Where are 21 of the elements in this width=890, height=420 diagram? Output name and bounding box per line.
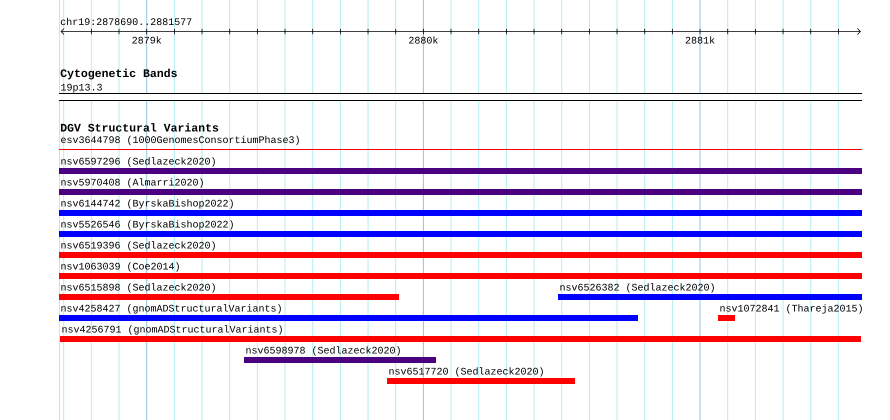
feature-label: nsv6598978 (Sedlazeck2020) [246,346,400,356]
feature-label: nsv4256791 (gnomADStructuralVariants) [62,325,282,335]
feature-label: esv3644798 (1000GenomesConsortiumPhase3) [61,136,299,146]
feature-label: nsv1072841 (Thareja2015) [720,304,862,314]
band-label: 19p13.3 [61,84,102,93]
feature-label: nsv6519396 (Sedlazeck2020) [61,241,215,251]
feature-label: nsv4258427 (gnomADStructuralVariants) [61,304,281,314]
feature-label: nsv6517720 (Sedlazeck2020) [389,367,543,377]
location-label: chr19:2878690..2881577 [60,18,192,26]
track-heading: Cytogenetic Bands [60,68,177,80]
feature-label: nsv6515898 (Sedlazeck2020) [61,283,215,293]
feature-label: nsv5970408 (Almarri2020) [61,178,203,188]
track-heading: DGV Structural Variants [60,123,218,132]
tick-label: 2881k [686,36,715,44]
feature-label: nsv6597296 (Sedlazeck2020) [61,157,215,167]
feature-label: nsv1063039 (Coe2014) [61,262,179,272]
tick-label: 2880k [409,36,438,44]
tick-label: 2879k [132,36,162,44]
feature-label: nsv5526546 (ByrskaBishop2022) [61,220,233,230]
feature-label: nsv6144742 (ByrskaBishop2022) [61,199,233,209]
feature-label: nsv6526382 (Sedlazeck2020) [560,283,714,293]
